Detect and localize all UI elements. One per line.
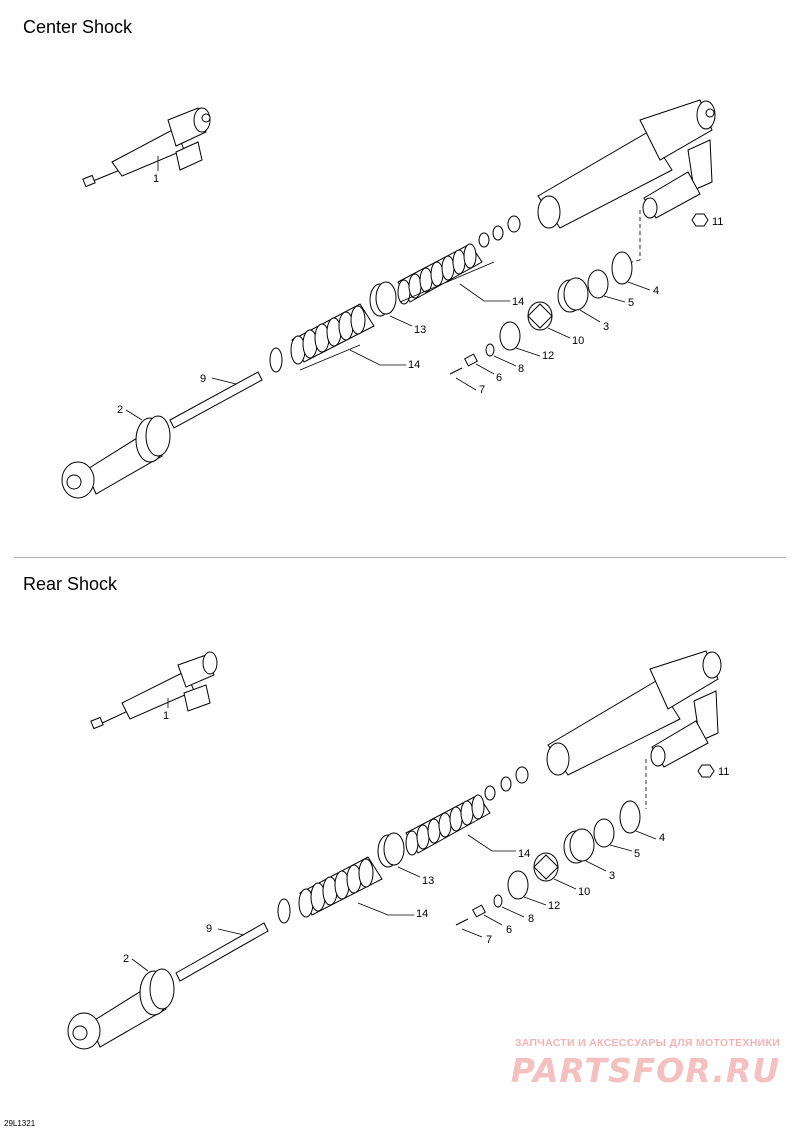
part-4-diaphragm bbox=[611, 251, 633, 285]
callout-4: 4 bbox=[659, 832, 665, 844]
reservoir bbox=[650, 720, 709, 768]
callout-1: 1 bbox=[163, 710, 169, 722]
part-7-screw bbox=[449, 367, 463, 375]
part-13-spring-seat bbox=[377, 832, 405, 868]
part-3-end-cap bbox=[563, 828, 595, 864]
callout-4: 4 bbox=[653, 285, 659, 297]
part-14-spring-lower bbox=[290, 303, 375, 365]
part-11-nut bbox=[697, 764, 715, 778]
reservoir bbox=[642, 171, 701, 219]
part-12-disc bbox=[499, 321, 521, 351]
callout-14-lower: 14 bbox=[408, 359, 420, 371]
callout-13: 13 bbox=[414, 324, 426, 336]
callout-11: 11 bbox=[712, 216, 723, 228]
watermark-tagline: ЗАПЧАСТИ И АКСЕССУАРЫ ДЛЯ МОТОТЕХНИКИ bbox=[514, 1037, 780, 1049]
watermark: ЗАПЧАСТИ И АКСЕССУАРЫ ДЛЯ МОТОТЕХНИКИ PA… bbox=[511, 1037, 780, 1090]
part-8-seal bbox=[493, 894, 503, 908]
center-shock-exploded-diagram: 1 11 14 13 bbox=[61, 99, 723, 499]
callout-6: 6 bbox=[506, 924, 512, 936]
washers-stack bbox=[484, 766, 529, 801]
callout-7: 7 bbox=[479, 384, 485, 396]
callout-12: 12 bbox=[548, 900, 560, 912]
part-10-valve bbox=[533, 852, 559, 882]
section-title-rear-shock: Rear Shock bbox=[23, 574, 118, 594]
part-1-shock-assembly-small bbox=[82, 107, 211, 188]
callout-11: 11 bbox=[718, 766, 729, 778]
part-13-spring-seat bbox=[369, 281, 397, 317]
callout-5: 5 bbox=[628, 297, 634, 309]
callout-9: 9 bbox=[200, 373, 206, 385]
part-14-spring-upper bbox=[397, 243, 483, 305]
part-6-valve-core bbox=[464, 353, 478, 367]
callout-3: 3 bbox=[609, 870, 615, 882]
part-14-spring-lower bbox=[298, 856, 383, 918]
callout-3: 3 bbox=[603, 321, 609, 333]
part-11-nut bbox=[691, 213, 709, 227]
callout-7: 7 bbox=[486, 934, 492, 946]
shaft-washer bbox=[277, 898, 291, 924]
callout-12: 12 bbox=[542, 350, 554, 362]
part-14-spring-upper bbox=[405, 794, 491, 856]
callout-14-lower: 14 bbox=[416, 908, 428, 920]
shaft-washer bbox=[269, 347, 283, 373]
shock-body bbox=[546, 650, 722, 776]
callout-8: 8 bbox=[518, 363, 524, 375]
callout-9: 9 bbox=[206, 923, 212, 935]
part-2-lower-body bbox=[67, 968, 175, 1050]
part-5-o-ring bbox=[587, 269, 609, 299]
callout-13: 13 bbox=[422, 875, 434, 887]
callout-5: 5 bbox=[634, 848, 640, 860]
drawing-code: 29L1321 bbox=[4, 1119, 36, 1128]
part-2-lower-body bbox=[61, 415, 171, 499]
washers-stack bbox=[478, 215, 521, 248]
callout-14-upper: 14 bbox=[518, 848, 530, 860]
callout-8: 8 bbox=[528, 913, 534, 925]
watermark-brand-logo: PARTSFOR.RU bbox=[510, 1051, 780, 1090]
part-10-valve bbox=[527, 301, 553, 331]
part-7-screw bbox=[455, 918, 469, 926]
part-1-shock-assembly-small bbox=[90, 651, 218, 730]
callout-10: 10 bbox=[572, 335, 584, 347]
part-5-o-ring bbox=[593, 818, 615, 848]
part-4-diaphragm bbox=[619, 800, 641, 834]
callout-10: 10 bbox=[578, 886, 590, 898]
callout-2: 2 bbox=[117, 404, 123, 416]
shock-body bbox=[537, 99, 716, 229]
part-6-valve-core bbox=[472, 904, 486, 918]
part-9-shaft bbox=[175, 922, 269, 982]
part-8-seal bbox=[485, 343, 495, 357]
callout-6: 6 bbox=[496, 372, 502, 384]
part-12-disc bbox=[507, 870, 529, 900]
section-divider bbox=[14, 557, 786, 558]
section-title-center-shock: Center Shock bbox=[23, 17, 133, 37]
callout-1: 1 bbox=[153, 173, 159, 185]
part-3-end-cap bbox=[557, 277, 589, 313]
rear-shock-exploded-diagram: 1 11 14 13 bbox=[67, 650, 729, 1050]
part-9-shaft bbox=[169, 371, 263, 429]
callout-2: 2 bbox=[123, 953, 129, 965]
callout-14-upper: 14 bbox=[512, 296, 524, 308]
